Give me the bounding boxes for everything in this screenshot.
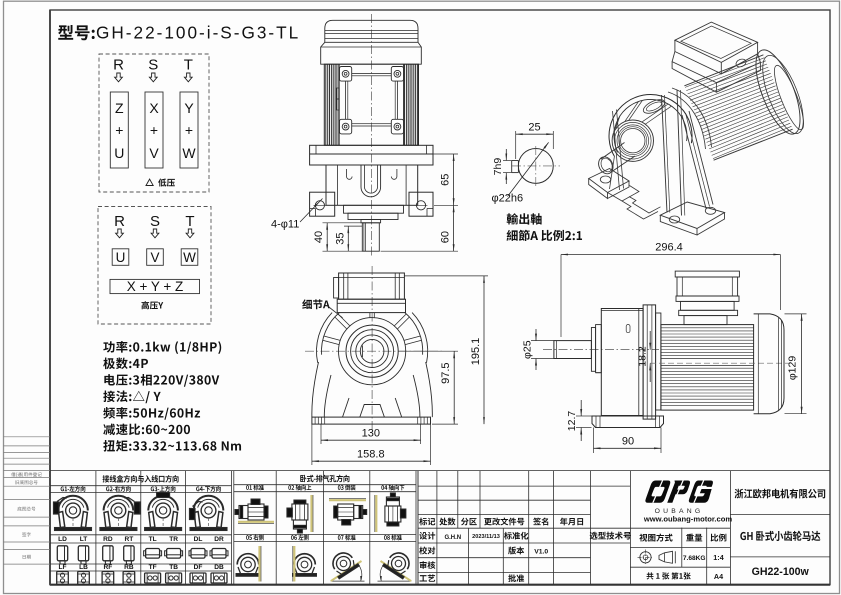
svg-text:T: T [185, 213, 194, 230]
svg-text:www.oubang-motor.com: www.oubang-motor.com [643, 515, 733, 524]
svg-text:T: T [184, 57, 193, 74]
svg-text:GH-22-100-i-S-G3-TL: GH-22-100-i-S-G3-TL [96, 23, 300, 43]
svg-text:Y: Y [184, 100, 194, 116]
svg-text:7h9: 7h9 [492, 158, 504, 176]
svg-text:90: 90 [622, 435, 634, 447]
svg-text:S: S [150, 213, 160, 230]
svg-text:S: S [148, 57, 158, 74]
svg-text:97.5: 97.5 [440, 362, 452, 383]
svg-text:LT: LT [80, 536, 88, 543]
svg-text:φ22h6: φ22h6 [492, 193, 524, 205]
svg-text:RB: RB [124, 564, 134, 571]
svg-text:130: 130 [362, 428, 380, 440]
svg-text:φ129: φ129 [787, 356, 799, 380]
svg-text:35: 35 [334, 232, 346, 244]
svg-text:GH22-100w: GH22-100w [752, 566, 810, 578]
svg-text:DR: DR [214, 536, 224, 543]
svg-text:12.7: 12.7 [566, 411, 578, 432]
svg-text:LF: LF [58, 564, 66, 571]
svg-text:R: R [113, 57, 124, 74]
svg-text:+: + [115, 122, 123, 138]
svg-text:RD: RD [103, 536, 113, 543]
svg-text:V: V [149, 145, 159, 161]
svg-text:X: X [149, 100, 159, 116]
svg-text:G.H.N: G.H.N [444, 535, 461, 541]
svg-text:60: 60 [440, 231, 452, 243]
svg-text:2023/11/13: 2023/11/13 [472, 534, 500, 540]
svg-text:R: R [114, 213, 125, 230]
svg-text:7.68KG: 7.68KG [683, 555, 706, 562]
svg-text:Z: Z [115, 100, 124, 116]
svg-text:X + Y + Z: X + Y + Z [127, 279, 184, 294]
svg-text:φ25: φ25 [521, 340, 533, 359]
svg-text:40: 40 [313, 231, 325, 243]
svg-text:296.4: 296.4 [655, 242, 683, 254]
svg-text:OUBANG: OUBANG [655, 508, 704, 515]
svg-text:RT: RT [125, 536, 134, 543]
svg-text:25: 25 [528, 122, 540, 134]
svg-text:TL: TL [149, 536, 157, 543]
svg-text:TF: TF [149, 564, 157, 571]
svg-text:65: 65 [440, 174, 452, 186]
svg-text:LD: LD [58, 536, 67, 543]
svg-text:18.2: 18.2 [636, 346, 648, 367]
svg-text:V1.0: V1.0 [534, 548, 548, 555]
svg-text:158.8: 158.8 [357, 449, 385, 461]
svg-text:DB: DB [214, 564, 224, 571]
svg-text:V: V [150, 250, 159, 265]
svg-text:4-φ11: 4-φ11 [271, 219, 299, 231]
svg-text:U: U [114, 145, 124, 161]
svg-text:W: W [183, 250, 196, 265]
svg-text:W: W [182, 145, 196, 161]
svg-text:+: + [185, 122, 193, 138]
svg-text:195.1: 195.1 [470, 338, 482, 366]
svg-text:TR: TR [169, 536, 178, 543]
svg-text:DL: DL [194, 536, 203, 543]
svg-text:LB: LB [79, 564, 88, 571]
svg-text:1:4: 1:4 [713, 553, 723, 562]
svg-text:U: U [116, 250, 126, 265]
svg-text:RF: RF [104, 564, 113, 571]
svg-text:A4: A4 [714, 572, 723, 581]
svg-text:+: + [150, 122, 158, 138]
svg-text:TB: TB [169, 564, 178, 571]
svg-text:DF: DF [194, 564, 203, 571]
